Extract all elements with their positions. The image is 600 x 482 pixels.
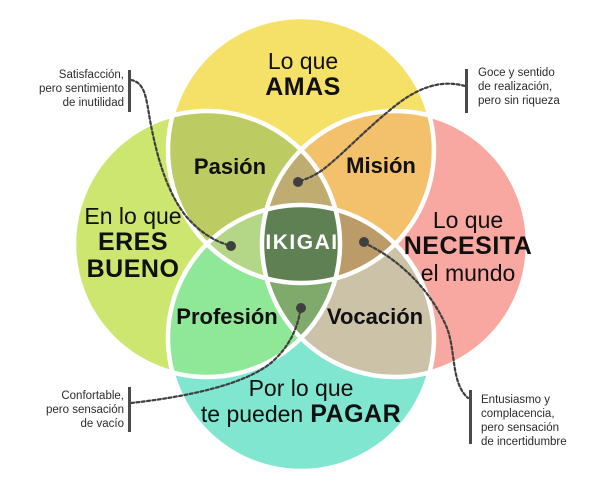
label-text-bold: NECESITA bbox=[403, 232, 533, 260]
label-profession: Profesión bbox=[176, 304, 278, 329]
connector-top-left bbox=[129, 78, 230, 247]
label-text: Lo que bbox=[267, 48, 339, 74]
callout-comfort: Confortable, pero sensación de vacío bbox=[16, 389, 124, 431]
circle-right-outline bbox=[259, 108, 531, 380]
callout-line: Entusiasmo y bbox=[481, 394, 551, 406]
callout-line: Confortable, bbox=[61, 390, 124, 402]
callout-line: Goce y sentido bbox=[478, 67, 555, 79]
callout-satisfaction: Satisfacción, pero sentimiento de inutil… bbox=[16, 68, 124, 110]
label-text: Lo que bbox=[432, 207, 504, 233]
callout-bar-top-right bbox=[465, 69, 468, 113]
callout-enjoyment: Goce y sentido de realización, pero sin … bbox=[478, 66, 560, 108]
callout-line: pero sin riqueza bbox=[478, 95, 560, 107]
label-what-you-love: Lo que AMAS bbox=[265, 48, 341, 101]
label-text-bold: ERES bbox=[97, 228, 169, 256]
connector-dot-bottom-petal bbox=[296, 303, 306, 313]
callout-bar-bottom-right bbox=[469, 390, 472, 444]
callout-line: de inutilidad bbox=[62, 97, 124, 109]
connector-dot-top-petal bbox=[293, 177, 303, 187]
callout-bar-top-left bbox=[128, 70, 131, 112]
connector-bottom-left bbox=[129, 310, 302, 405]
callout-line: pero sentimiento bbox=[38, 83, 124, 95]
label-vocation: Vocación bbox=[326, 304, 424, 329]
callout-line: pero sensación bbox=[46, 404, 124, 416]
callout-bar-bottom-left bbox=[128, 387, 131, 432]
label-mission: Misión bbox=[346, 153, 416, 178]
circle-top-outline bbox=[165, 14, 437, 286]
circle-left-outline bbox=[71, 108, 343, 380]
label-what-you-are-good-at: En lo que ERES BUENO bbox=[84, 203, 181, 283]
connector-dot-right-petal bbox=[359, 237, 369, 247]
label-text: Por lo que bbox=[248, 375, 354, 401]
callout-enthusiasm: Entusiasmo y complacencia, pero sensació… bbox=[481, 393, 567, 449]
label-text: el mundo bbox=[420, 260, 516, 286]
label-text: te pueden bbox=[200, 401, 304, 427]
label-ikigai: IKIGAI bbox=[265, 231, 339, 254]
label-text-bold: BUENO bbox=[86, 255, 180, 283]
callout-line: de vacío bbox=[80, 418, 124, 430]
label-text-bold: PAGAR bbox=[310, 400, 402, 428]
connector-bottom-right bbox=[362, 241, 470, 400]
connector-top-right bbox=[298, 82, 467, 183]
label-passion: Pasión bbox=[193, 154, 267, 179]
label-what-world-needs: Lo que NECESITA el mundo bbox=[404, 207, 533, 286]
connector-lines bbox=[129, 78, 470, 405]
label-text-bold: AMAS bbox=[265, 73, 341, 101]
label-text: En lo que bbox=[84, 203, 182, 229]
callout-line: de realización, bbox=[478, 81, 553, 93]
circle-bottom-outline bbox=[165, 202, 437, 474]
callout-line: Satisfacción, bbox=[58, 69, 124, 81]
callout-line: complacencia, bbox=[481, 408, 555, 420]
callout-line: pero sensación bbox=[481, 422, 559, 434]
connector-dot-left-petal bbox=[226, 241, 236, 251]
callout-line: de incertidumbre bbox=[481, 436, 567, 448]
